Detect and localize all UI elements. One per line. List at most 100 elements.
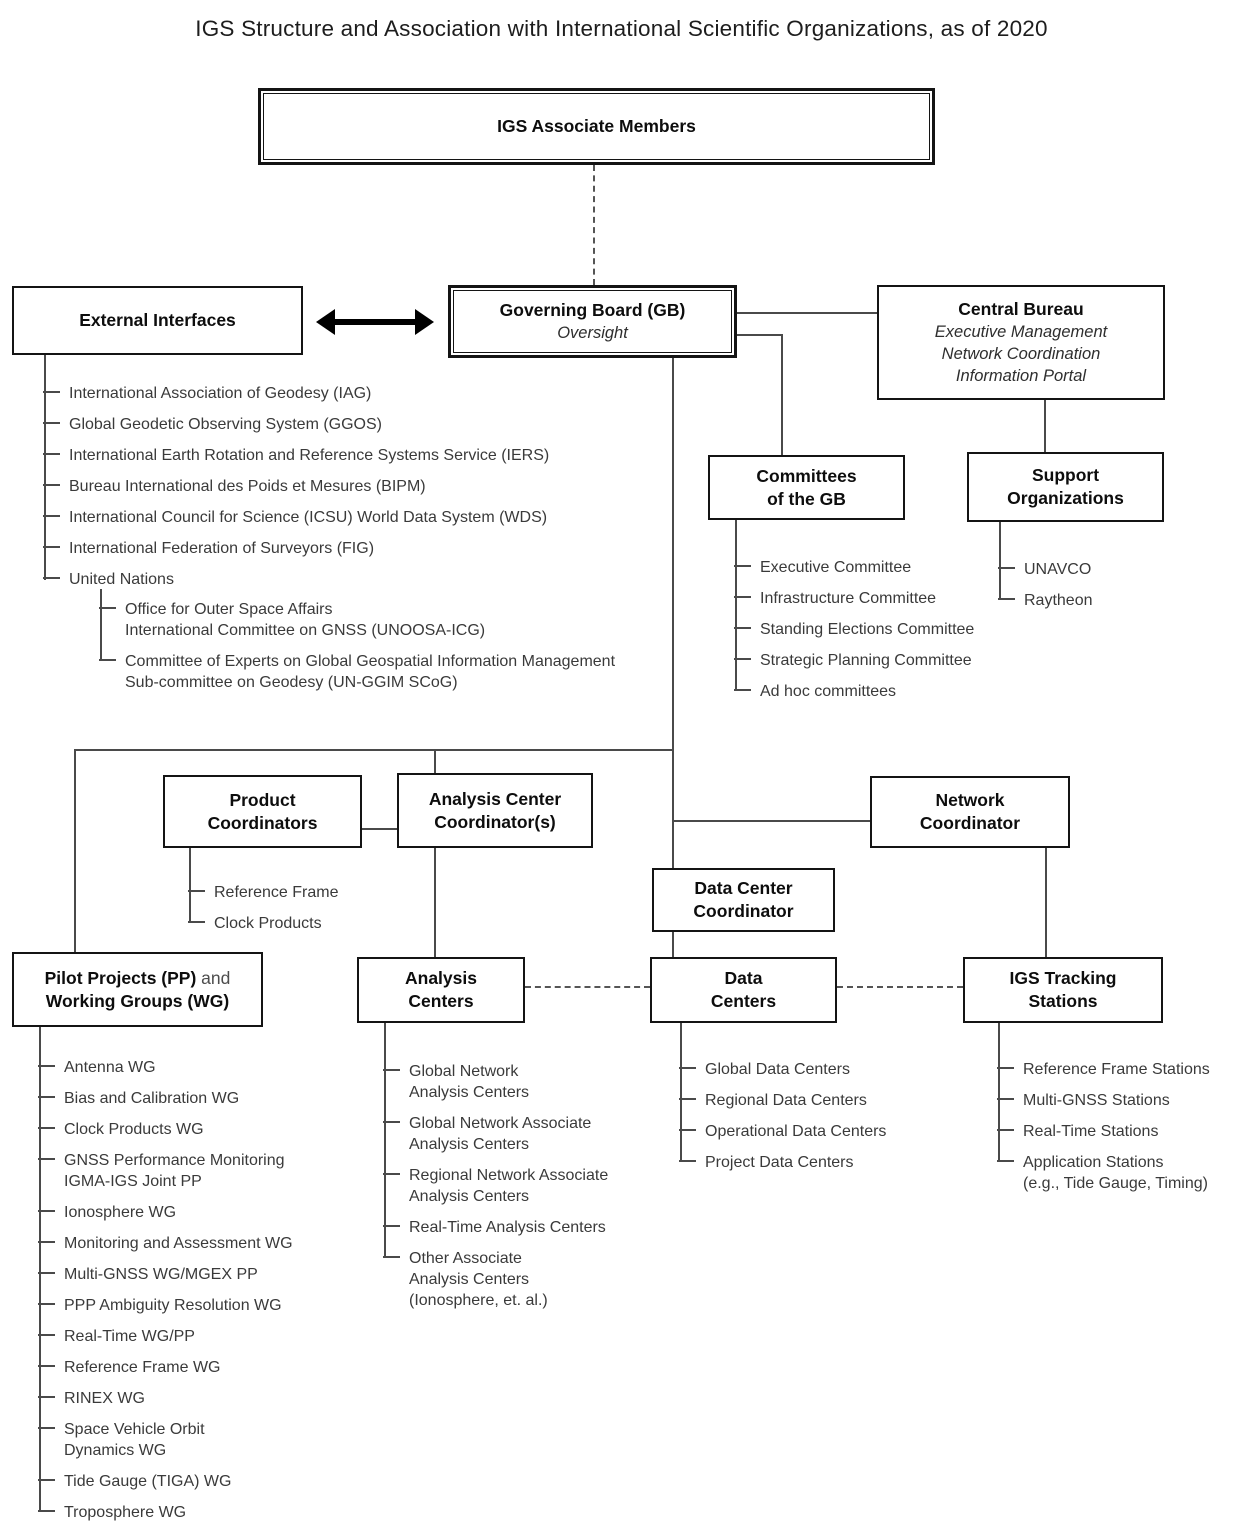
united-nations-rail [100, 589, 102, 660]
list-item: Reference Frame WG [38, 1357, 358, 1388]
support-rail [999, 522, 1001, 599]
connector-data-tracking-dashed [837, 986, 963, 988]
list-item: Global Network Analysis Centers [383, 1061, 663, 1113]
box-label: Central Bureau [958, 299, 1084, 319]
list-item: RINEX WG [38, 1388, 358, 1419]
connector-board-down [672, 358, 674, 868]
list-item: Ionosphere WG [38, 1202, 358, 1233]
box-label: Pilot Projects (PP) and [45, 967, 231, 990]
connector-drop-to-acc [434, 749, 436, 773]
box-pilot-projects-working-groups: Pilot Projects (PP) and Working Groups (… [12, 952, 263, 1027]
connector-board-to-committees-h [737, 334, 783, 336]
connector-board-to-committees-v [781, 334, 783, 455]
box-data-centers: Data Centers [650, 957, 837, 1023]
box-label: Working Groups (WG) [45, 990, 230, 1011]
external-interfaces-list: International Association of Geodesy (IA… [43, 383, 683, 600]
connector-product-to-acc [362, 828, 397, 830]
list-item: Application Stations (e.g., Tide Gauge, … [997, 1152, 1243, 1204]
list-item: Regional Data Centers [679, 1090, 949, 1121]
connector-to-network-coordinator [672, 820, 870, 822]
box-label: IGS Tracking Stations [1009, 968, 1117, 1011]
connector-branch-horizontal [74, 749, 674, 751]
analysis-centers-rail [384, 1023, 386, 1257]
list-item: Bureau International des Poids et Mesure… [43, 476, 683, 507]
list-item: Global Network Associate Analysis Center… [383, 1113, 663, 1165]
box-subtitle-line: Executive Management [934, 323, 1108, 341]
list-item: Antenna WG [38, 1057, 358, 1088]
list-item: International Council for Science (ICSU)… [43, 507, 683, 538]
box-central-bureau: Central Bureau Executive Management Netw… [877, 285, 1165, 400]
list-item: Standing Elections Committee [734, 619, 1064, 650]
list-item: Troposphere WG [38, 1502, 358, 1533]
list-item: Committee of Experts on Global Geospatia… [99, 651, 719, 703]
committees-rail [735, 520, 737, 690]
list-item: Strategic Planning Committee [734, 650, 1064, 681]
list-item: Project Data Centers [679, 1152, 949, 1183]
box-product-coordinators: Product Coordinators [163, 775, 362, 848]
label-and: and [196, 967, 231, 988]
list-item: Global Data Centers [679, 1059, 949, 1090]
box-subtitle-line: Information Portal [955, 367, 1087, 385]
list-item: Operational Data Centers [679, 1121, 949, 1152]
box-label: Support Organizations [1007, 465, 1124, 508]
box-subtitle-line: Network Coordination [941, 345, 1101, 363]
list-item: Tide Gauge (TIGA) WG [38, 1471, 358, 1502]
list-item: UNAVCO [998, 559, 1218, 590]
list-item: Office for Outer Space Affairs Internati… [99, 599, 719, 651]
united-nations-sub-list: Office for Outer Space Affairs Internati… [99, 599, 719, 703]
box-label: External Interfaces [79, 310, 236, 330]
list-item: Global Geodetic Observing System (GGOS) [43, 414, 683, 445]
list-item: Multi-GNSS Stations [997, 1090, 1243, 1121]
list-item: Real-Time Stations [997, 1121, 1243, 1152]
list-item: GNSS Performance Monitoring IGMA-IGS Joi… [38, 1150, 358, 1202]
connector-network-to-tracking [1045, 848, 1047, 957]
box-label: Data Center Coordinator [693, 878, 794, 921]
box-label: Network Coordinator [919, 790, 1021, 833]
list-item: Space Vehicle Orbit Dynamics WG [38, 1419, 358, 1471]
box-external-interfaces: External Interfaces [12, 286, 303, 355]
list-item: Infrastructure Committee [734, 588, 1064, 619]
box-analysis-centers: Analysis Centers [357, 957, 525, 1023]
box-label: Analysis Centers [405, 968, 477, 1011]
box-label: Committees of the GB [756, 465, 857, 509]
list-item: Reference Frame [188, 882, 408, 913]
box-analysis-center-coordinators: Analysis Center Coordinator(s) [397, 773, 593, 848]
list-item: Ad hoc committees [734, 681, 1064, 712]
list-item: Multi-GNSS WG/MGEX PP [38, 1264, 358, 1295]
list-item: International Association of Geodesy (IA… [43, 383, 683, 414]
connector-board-to-bureau [737, 312, 877, 314]
list-item: Executive Committee [734, 557, 1064, 588]
product-coordinators-rail [189, 848, 191, 922]
list-item: PPP Ambiguity Resolution WG [38, 1295, 358, 1326]
box-subtitle: Oversight [557, 324, 628, 342]
list-item: Bias and Calibration WG [38, 1088, 358, 1119]
tracking-stations-rail [998, 1023, 1000, 1161]
list-item: Other Associate Analysis Centers (Ionosp… [383, 1248, 663, 1321]
connector-analysis-data-dashed [525, 986, 650, 988]
box-support-organizations: Support Organizations [967, 452, 1164, 522]
arrow-shaft [332, 319, 418, 325]
list-item: United Nations [43, 569, 683, 600]
list-item: Monitoring and Assessment WG [38, 1233, 358, 1264]
list-item: Clock Products [188, 913, 408, 944]
pilot-projects-rail [39, 1027, 41, 1511]
connector-acc-to-analysis-centers [434, 848, 436, 957]
box-label: Product Coordinators [207, 789, 318, 833]
box-network-coordinator: Network Coordinator [870, 776, 1070, 848]
list-item: Regional Network Associate Analysis Cent… [383, 1165, 663, 1217]
box-igs-tracking-stations: IGS Tracking Stations [963, 957, 1163, 1023]
box-label: IGS Associate Members [497, 116, 696, 136]
connector-members-to-board-dashed [593, 165, 595, 285]
connector-dcc-to-data-centers [672, 932, 674, 957]
page-title: IGS Structure and Association with Inter… [195, 16, 1048, 41]
list-item: Real-Time WG/PP [38, 1326, 358, 1357]
box-label: Analysis Center Coordinator(s) [428, 788, 562, 832]
list-item: International Federation of Surveyors (F… [43, 538, 683, 569]
list-item: Reference Frame Stations [997, 1059, 1243, 1090]
